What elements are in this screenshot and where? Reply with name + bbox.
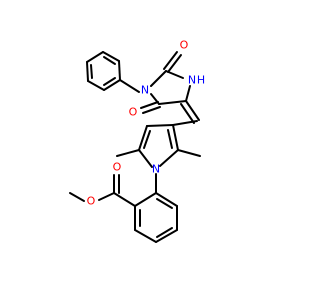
molecule-structure: O N H N O N O O [69,39,205,243]
atom-o-ester: O [87,195,96,208]
bond-phenyl-inner-3 [90,64,93,79]
bond-pyrrole-c3-c2 [172,124,179,151]
bond-benzene-3 [155,229,178,243]
bond-phenyl-5 [87,80,105,91]
bond-exo-double-a [185,100,200,121]
bond-ring-carbonyl-c [113,192,136,207]
atom-labels: O N H N O N O O [87,39,205,208]
bond-benzene-inner-1 [156,198,173,209]
bond-benzene-6 [134,192,157,207]
atom-nh: N [188,74,196,87]
bond-exo-double-b [180,103,195,124]
molecule-canvas: O N H N O N O O [69,38,206,243]
bonds [69,51,201,243]
bond-c5-o-b [142,106,161,114]
bond-pyrrole-n-c5 [138,149,153,168]
atom-n-phenyl: N [141,84,149,97]
bond-n3-c4 [185,85,191,102]
bond-o-methyl [69,192,85,202]
bond-phenyl-inner-2 [103,77,116,86]
bond-phenyl-6 [86,61,89,82]
bond-linker-pyrrole [172,120,198,126]
bond-pyrrole-c5-c4-inner [143,130,151,149]
bond-phenyl-inner-1 [103,56,116,65]
bond-phenyl-to-n [119,79,140,93]
bond-phenyl-1 [86,51,104,63]
bond-benzene-1 [155,192,178,207]
atom-o-carbonyl: O [113,161,122,174]
bond-phenyl-2 [102,51,120,62]
bond-pyrrole-c2-n [159,149,179,167]
bond-c-o-ester [98,192,115,201]
bond-pyrrole-c5-c4 [138,125,148,151]
atom-n-pyrrole: N [152,163,160,176]
atom-h-on-n: H [197,74,205,87]
bond-phenyl-4 [103,79,121,91]
bond-c2-o-b [167,54,182,73]
bond-benzene-4 [134,229,157,243]
bond-benzene-inner-2 [156,227,173,238]
atom-o-imide-top: O [180,39,189,52]
bond-pyrrole-c3-c2-inner [167,129,173,149]
atom-o-imide-left: O [129,106,138,119]
bond-n1-c2 [150,70,167,87]
bond-methyl-right [177,149,201,157]
bond-c4-c5 [158,100,187,105]
bond-pyrrole-c4-c3 [146,124,174,127]
bond-c2-o-a [163,51,178,70]
bond-methyl-left [116,149,140,157]
bond-phenyl-3 [118,60,121,81]
bond-c5-o-a [140,101,159,109]
